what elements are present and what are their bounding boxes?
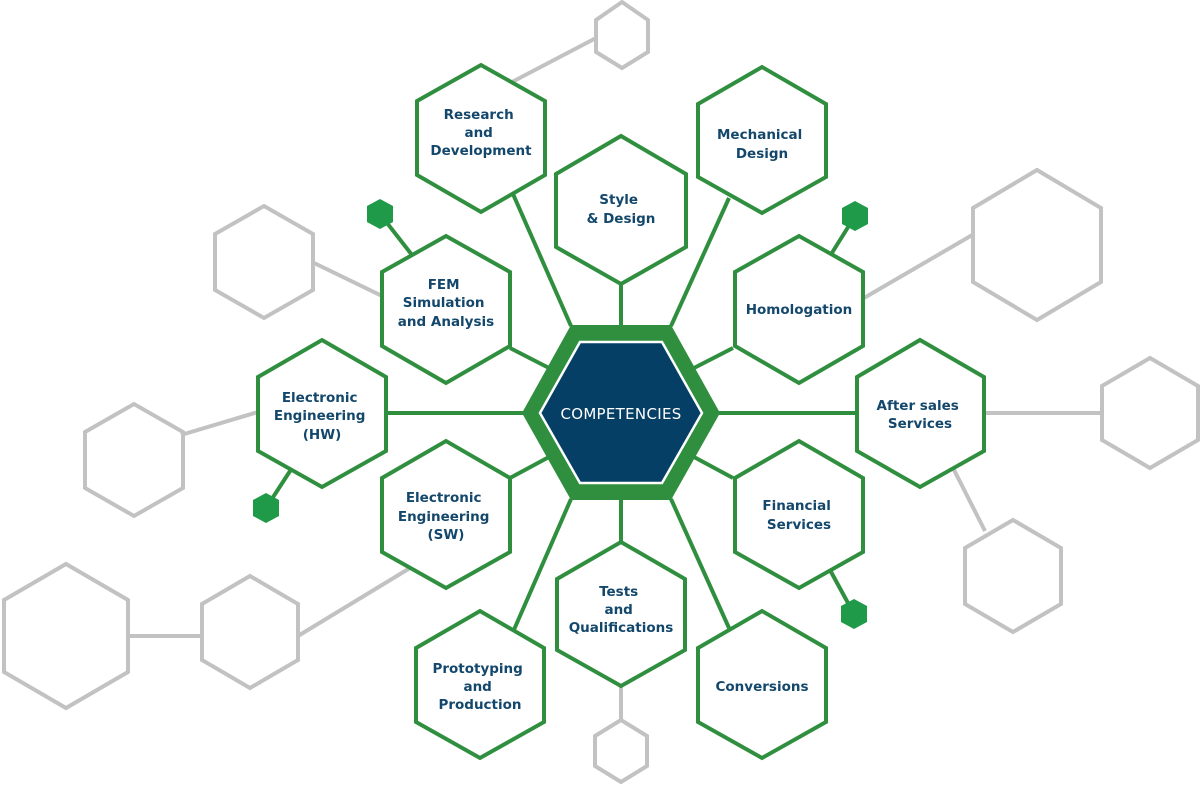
competency-labels: Research and Development Mechanical Desi…: [274, 107, 964, 713]
label-mechanical-design: Mechanical Design: [717, 127, 807, 162]
hexagon-research-development: [415, 62, 547, 215]
gray-connector: [949, 463, 987, 532]
label-line: Conversions: [716, 679, 809, 695]
connector: [509, 455, 550, 480]
gray-hexagon: [593, 717, 649, 785]
label-line: Production: [438, 697, 521, 713]
label-line: (SW): [428, 527, 465, 543]
label-line: Prototyping: [432, 661, 522, 677]
connector: [511, 193, 573, 327]
green-dot-hexagon: [367, 199, 393, 229]
label-line: and: [604, 602, 632, 618]
label-line: Simulation: [403, 295, 485, 311]
gray-hexagon: [963, 517, 1063, 635]
label-line: Qualifications: [569, 620, 674, 636]
label-line: FEM: [428, 277, 460, 293]
label-line: Financial: [762, 498, 831, 514]
center-label: COMPETENCIES: [560, 405, 681, 423]
hexagon-style-design: [554, 133, 688, 287]
gray-connector: [311, 260, 383, 298]
label-line: Development: [430, 143, 532, 159]
hexagon-fem-simulation: [380, 233, 512, 386]
gray-hexagon: [213, 203, 315, 321]
gray-connector: [862, 232, 976, 300]
label-homologation: Homologation: [746, 302, 853, 318]
label-line: (HW): [303, 427, 342, 443]
connector: [509, 346, 550, 370]
label-financial-services: Financial Services: [762, 498, 835, 533]
green-dot-hexagon: [253, 493, 279, 523]
label-research-development: Research and Development: [430, 107, 532, 159]
gray-hexagon: [971, 167, 1103, 323]
label-line: and: [463, 679, 491, 695]
center-hexagon: COMPETENCIES: [522, 325, 720, 500]
label-line: Style: [599, 192, 638, 208]
connector: [511, 498, 573, 633]
competency-nodes: [256, 62, 986, 761]
label-fem-simulation: FEM Simulation and Analysis: [398, 277, 494, 330]
green-dots: [253, 199, 868, 629]
label-electronic-engineering-sw: Electronic Engineering (SW): [398, 490, 494, 543]
connector: [693, 455, 734, 480]
label-line: Design: [736, 146, 788, 162]
label-line: Electronic: [282, 390, 358, 406]
green-dot-hexagon: [841, 599, 867, 629]
label-line: Homologation: [746, 302, 853, 318]
label-line: Services: [888, 416, 952, 432]
label-line: Services: [767, 517, 831, 533]
label-electronic-engineering-hw: Electronic Engineering (HW): [274, 390, 370, 443]
center-hexagon-inner: [538, 340, 704, 485]
gray-hexagon: [200, 573, 300, 691]
label-line: Research: [444, 107, 514, 123]
label-prototyping-production: Prototyping and Production: [432, 661, 527, 713]
hexagon-mechanical-design: [696, 64, 828, 216]
label-line: Engineering: [274, 408, 366, 424]
label-line: Mechanical: [717, 127, 802, 143]
label-line: & Design: [587, 211, 656, 227]
label-tests-qualifications: Tests and Qualifications: [569, 584, 674, 636]
hexagon-after-sales-services: [855, 337, 986, 490]
connector: [669, 498, 731, 629]
connector: [669, 197, 731, 327]
label-line: and Analysis: [398, 314, 494, 330]
hexagon-conversions: [696, 608, 828, 761]
gray-connector: [511, 36, 597, 84]
label-line: Electronic: [406, 490, 482, 506]
gray-connector: [180, 410, 259, 437]
connector: [693, 346, 734, 370]
gray-hexagon: [83, 401, 185, 519]
gray-connector: [296, 566, 412, 638]
label-style-design: Style & Design: [587, 192, 656, 227]
label-line: After sales: [877, 398, 959, 414]
hexagon-electronic-engineering-hw: [256, 337, 388, 490]
label-line: and: [464, 125, 492, 141]
label-line: Engineering: [398, 509, 490, 525]
hexagon-homologation: [733, 233, 865, 386]
green-dot-hexagon: [842, 201, 868, 231]
hexagon-electronic-engineering-sw: [380, 438, 512, 591]
gray-hexagon: [2, 561, 130, 711]
label-after-sales-services: After sales Services: [877, 398, 964, 432]
gray-hexagon: [594, 0, 650, 71]
label-conversions: Conversions: [716, 679, 809, 695]
hexagon-financial-services: [733, 438, 865, 591]
hexagon-tests-qualifications: [555, 539, 687, 689]
hexagon-prototyping-production: [414, 608, 546, 761]
gray-hexagon: [1100, 355, 1200, 471]
label-line: Tests: [599, 584, 638, 600]
